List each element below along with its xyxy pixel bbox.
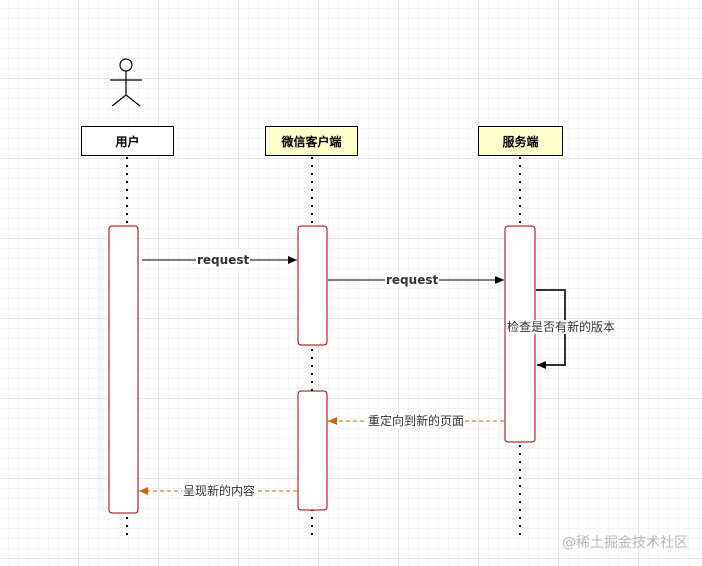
watermark: @稀土掘金技术社区: [562, 535, 688, 551]
message-label-request-1: request: [196, 253, 251, 267]
activation-user: [108, 225, 139, 514]
participant-user: 用户: [81, 126, 174, 156]
activation-client-1: [297, 225, 328, 346]
message-label-redirect: 重定向到新的页面: [367, 414, 466, 428]
activation-server: [504, 225, 536, 443]
user-actor-icon: [110, 58, 142, 107]
message-label-check-version: 检查是否有新的版本: [506, 320, 617, 334]
message-label-request-2: request: [385, 273, 440, 287]
activation-client-2: [297, 390, 328, 511]
participant-server: 服务端: [478, 126, 563, 156]
message-label-render: 呈现新的内容: [182, 484, 257, 498]
participant-user-label: 用户: [115, 134, 140, 149]
participant-server-label: 服务端: [502, 134, 539, 149]
participant-wechat-client: 微信客户端: [265, 126, 358, 156]
participant-wechat-client-label: 微信客户端: [281, 134, 342, 149]
